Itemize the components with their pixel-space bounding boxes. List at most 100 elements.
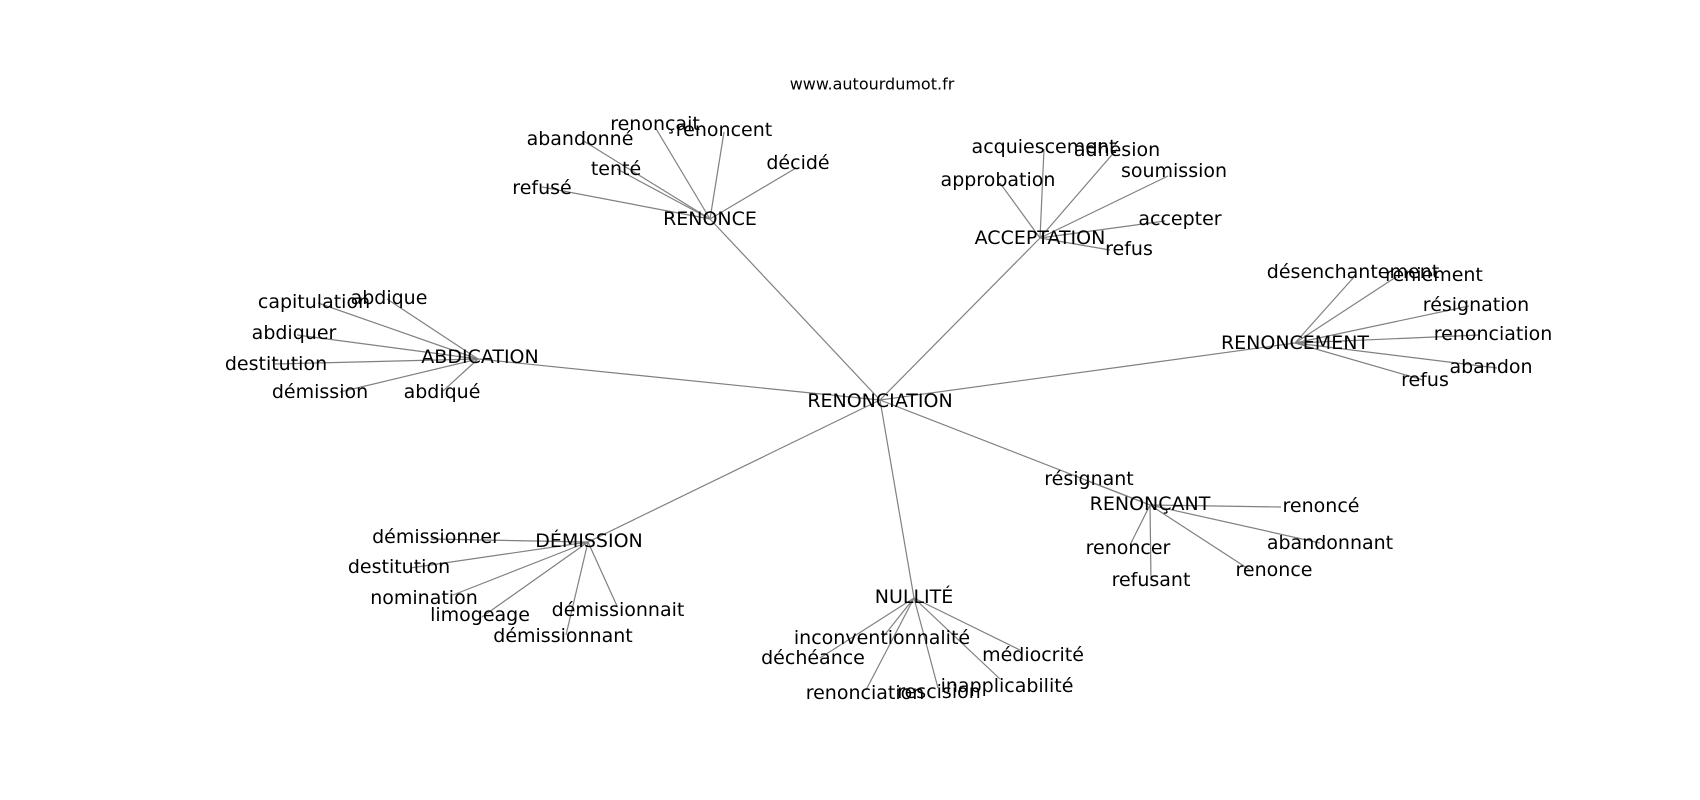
leaf-edge bbox=[1039, 175, 1169, 239]
leaf-edge bbox=[1294, 305, 1470, 344]
leaf-node-label: renoncent bbox=[676, 119, 772, 141]
leaf-node-label: capitulation bbox=[258, 291, 370, 313]
leaf-node-label: refus bbox=[1401, 369, 1449, 391]
leaf-edge bbox=[1129, 504, 1151, 546]
leaf-node-label: désenchantement bbox=[1267, 261, 1439, 283]
leaf-node-label: déchéance bbox=[761, 647, 865, 669]
leaf-node-label: démission bbox=[272, 381, 368, 403]
leaf-edge bbox=[1294, 334, 1481, 344]
leaf-edge bbox=[274, 358, 479, 365]
leaf-edge bbox=[1039, 237, 1111, 251]
leaf-edge bbox=[430, 538, 589, 543]
leaf-edge bbox=[709, 131, 725, 220]
leaf-edge bbox=[317, 302, 479, 360]
leaf-edge bbox=[1149, 504, 1321, 544]
leaf-node-label: renonçait bbox=[610, 113, 700, 135]
leaf-edge bbox=[1294, 342, 1498, 369]
leaf-node-label: abdiquer bbox=[252, 322, 337, 344]
leaf-edge bbox=[1149, 504, 1152, 581]
hub-node-label: NULLITÉ bbox=[875, 585, 954, 608]
leaf-node-label: approbation bbox=[941, 169, 1056, 191]
leaf-edge bbox=[386, 298, 479, 360]
leaf-node-label: renoncé bbox=[1283, 495, 1360, 517]
leaf-edge bbox=[409, 541, 589, 569]
leaf-edge bbox=[1294, 342, 1424, 381]
leaf-edge bbox=[587, 541, 618, 607]
hub-node-label: ACCEPTATION bbox=[975, 227, 1106, 249]
center-node-label: RENONCIATION bbox=[807, 390, 952, 412]
leaf-edge bbox=[616, 168, 711, 220]
leaf-node-label: inconventionnalité bbox=[794, 627, 970, 649]
leaf-edge bbox=[882, 597, 915, 638]
leaf-node-label: abandon bbox=[1449, 356, 1532, 378]
hub-node-label: DÉMISSION bbox=[535, 529, 643, 552]
leaf-edge bbox=[452, 541, 589, 596]
leaf-node-label: abdiqué bbox=[404, 381, 481, 403]
hub-edge bbox=[709, 218, 881, 401]
leaf-edge bbox=[296, 334, 479, 360]
hub-node-label: RENONCEMENT bbox=[1221, 332, 1369, 354]
hub-edge bbox=[879, 399, 915, 599]
leaf-node-label: accepter bbox=[1138, 208, 1221, 230]
leaf-node-label: résignation bbox=[1423, 294, 1529, 316]
leaf-node-label: refus bbox=[1105, 238, 1153, 260]
leaf-node-label: adhésion bbox=[1074, 139, 1160, 161]
leaf-node-label: inapplicabilité bbox=[941, 675, 1074, 697]
leaf-edge bbox=[654, 126, 711, 220]
leaf-node-label: abdique bbox=[351, 287, 428, 309]
leaf-node-label: nomination bbox=[370, 587, 478, 609]
leaf-node-label: renonciation bbox=[806, 682, 925, 704]
site-watermark: www.autourdumot.fr bbox=[790, 75, 955, 94]
leaf-edge bbox=[1294, 276, 1355, 344]
leaf-node-label: résignant bbox=[1044, 468, 1134, 490]
leaf-edge bbox=[913, 597, 1021, 651]
leaf-node-label: soumission bbox=[1121, 160, 1227, 182]
leaf-node-label: tenté bbox=[591, 158, 641, 180]
leaf-node-label: démissionnait bbox=[552, 599, 685, 621]
leaf-edge bbox=[581, 139, 711, 220]
leaf-edge bbox=[1294, 276, 1397, 344]
graph-edges bbox=[274, 126, 1498, 691]
leaf-edge bbox=[1039, 148, 1118, 239]
leaf-edge bbox=[999, 182, 1041, 239]
leaf-node-label: abandonné bbox=[527, 128, 634, 150]
leaf-edge bbox=[541, 186, 711, 220]
leaf-node-label: rescision bbox=[897, 681, 981, 703]
leaf-edge bbox=[1039, 220, 1166, 239]
leaf-node-label: reniement bbox=[1385, 264, 1483, 286]
leaf-node-label: destitution bbox=[348, 556, 450, 578]
leaf-edge bbox=[913, 597, 939, 689]
leaf-edge bbox=[819, 597, 915, 659]
leaf-edge bbox=[442, 358, 479, 392]
leaf-edge bbox=[865, 597, 915, 691]
hub-edge bbox=[879, 237, 1041, 401]
leaf-node-label: médiocrité bbox=[982, 644, 1084, 666]
leaf-node-label: limogeage bbox=[430, 604, 530, 626]
leaf-edge bbox=[1039, 148, 1045, 239]
leaf-edge bbox=[565, 541, 589, 636]
hub-node-label: ABDICATION bbox=[421, 346, 538, 368]
leaf-edge bbox=[481, 541, 589, 618]
hub-edge bbox=[879, 342, 1296, 401]
leaf-node-label: décidé bbox=[766, 152, 829, 174]
leaf-node-label: renoncer bbox=[1086, 537, 1171, 559]
leaf-edge bbox=[1149, 504, 1251, 571]
leaf-node-label: renonce bbox=[1236, 559, 1313, 581]
hub-node-label: RENONÇANT bbox=[1090, 493, 1211, 515]
leaf-edge bbox=[339, 358, 479, 393]
leaf-edge bbox=[1149, 504, 1282, 508]
hub-edge bbox=[587, 399, 881, 543]
hub-edge bbox=[477, 358, 881, 401]
leaf-node-label: acquiescement bbox=[972, 136, 1117, 158]
leaf-node-label: refusé bbox=[512, 177, 571, 199]
leaf-edge bbox=[1084, 479, 1151, 506]
graph-labels: www.autourdumot.fr RENONCIATION RENONCE a… bbox=[225, 75, 1552, 705]
leaf-node-label: refusant bbox=[1112, 569, 1191, 591]
leaf-node-label: démissionnant bbox=[493, 625, 632, 647]
leaf-node-label: abandonnant bbox=[1267, 532, 1393, 554]
leaf-edge bbox=[913, 597, 1001, 680]
leaf-node-label: démissionner bbox=[372, 526, 500, 548]
hub-node-label: RENONCE bbox=[663, 208, 757, 230]
leaf-node-label: renonciation bbox=[1434, 323, 1553, 345]
